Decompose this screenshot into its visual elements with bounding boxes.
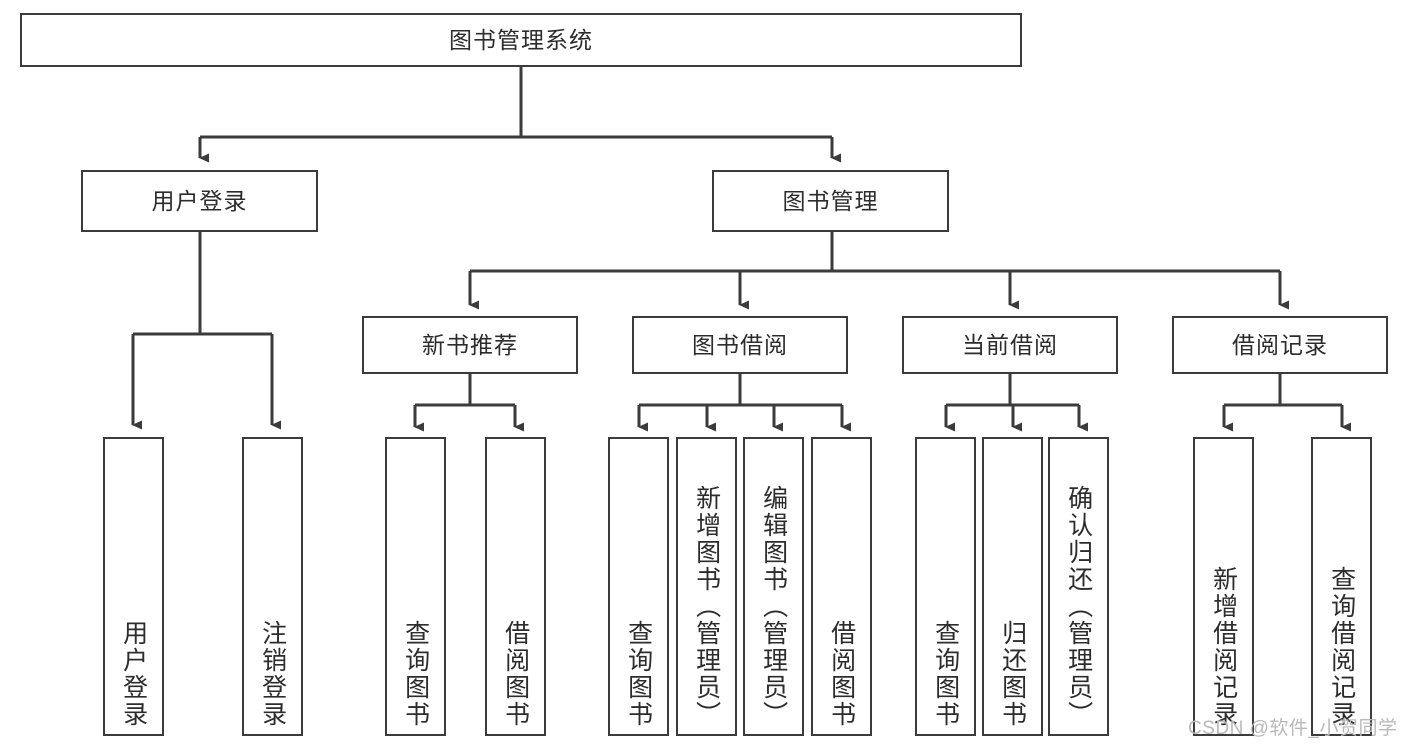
leaf-edit-book-admin[interactable]: 编辑图书（管理员） [743, 437, 804, 736]
csdn-watermark: CSDN @软件_小贺同学 [1188, 718, 1398, 739]
leaf-add-book-admin-label: 新增图书（管理员） [692, 485, 721, 728]
node-book-manage[interactable]: 图书管理 [712, 170, 949, 232]
leaf-query-borrow-record[interactable]: 查询借阅记录 [1311, 437, 1372, 736]
leaf-add-book-admin[interactable]: 新增图书（管理员） [676, 437, 737, 736]
leaf-query-borrow-record-label: 查询借阅记录 [1327, 566, 1356, 728]
leaf-query-book-recommendation[interactable]: 查询图书 [385, 437, 446, 736]
leaf-borrow-book-borrow[interactable]: 借阅图书 [811, 437, 872, 736]
leaf-query-book-current-label: 查询图书 [931, 620, 960, 728]
node-book-borrow[interactable]: 图书借阅 [632, 316, 848, 374]
leaf-return-book[interactable]: 归还图书 [982, 437, 1043, 736]
leaf-logout-login[interactable]: 注销登录 [242, 437, 303, 736]
node-root-label: 图书管理系统 [449, 26, 593, 53]
leaf-return-book-label: 归还图书 [998, 620, 1027, 728]
node-new-book-recommendation[interactable]: 新书推荐 [362, 316, 578, 374]
leaf-confirm-return-admin-label: 确认归还（管理员） [1064, 485, 1093, 728]
leaf-add-borrow-record[interactable]: 新增借阅记录 [1193, 437, 1254, 736]
node-root[interactable]: 图书管理系统 [20, 13, 1022, 67]
leaf-query-book-current[interactable]: 查询图书 [915, 437, 976, 736]
node-book-borrow-label: 图书借阅 [692, 331, 788, 358]
leaf-logout-login-label: 注销登录 [258, 620, 287, 728]
leaf-query-book-recommendation-label: 查询图书 [401, 620, 430, 728]
leaf-borrow-book-recommendation-label: 借阅图书 [501, 620, 530, 728]
leaf-borrow-book-recommendation[interactable]: 借阅图书 [485, 437, 546, 736]
node-user-login-label: 用户登录 [151, 187, 248, 214]
node-user-login[interactable]: 用户登录 [81, 170, 318, 232]
leaf-user-login-label: 用户登录 [119, 620, 148, 728]
leaf-confirm-return-admin[interactable]: 确认归还（管理员） [1048, 437, 1109, 736]
node-borrow-record[interactable]: 借阅记录 [1172, 316, 1388, 374]
leaf-add-borrow-record-label: 新增借阅记录 [1209, 566, 1238, 728]
leaf-user-login[interactable]: 用户登录 [103, 437, 164, 736]
node-current-borrow-label: 当前借阅 [962, 331, 1058, 358]
node-new-book-recommendation-label: 新书推荐 [422, 331, 518, 358]
leaf-edit-book-admin-label: 编辑图书（管理员） [759, 485, 788, 728]
leaf-query-book-borrow-label: 查询图书 [624, 620, 653, 728]
leaf-query-book-borrow[interactable]: 查询图书 [608, 437, 669, 736]
node-current-borrow[interactable]: 当前借阅 [902, 316, 1118, 374]
node-book-manage-label: 图书管理 [782, 187, 879, 214]
leaf-borrow-book-borrow-label: 借阅图书 [827, 620, 856, 728]
node-borrow-record-label: 借阅记录 [1232, 331, 1328, 358]
